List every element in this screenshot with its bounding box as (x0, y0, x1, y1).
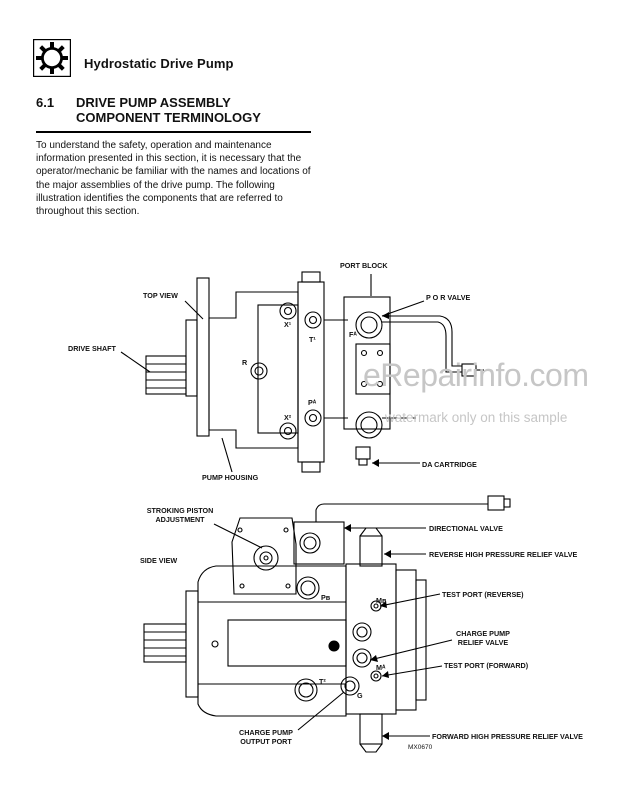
port-block-label: PORT BLOCK (340, 261, 388, 270)
top-view-drawing (120, 271, 484, 473)
marking-g: G (357, 691, 363, 700)
marking-fa: Fᴬ (349, 330, 357, 339)
side-view-drawing (143, 495, 511, 753)
por-valve-label: P O R VALVE (426, 293, 471, 302)
marking-pa: Pᴬ (308, 398, 317, 407)
stroking-piston-label: STROKING PISTON ADJUSTMENT (140, 506, 220, 524)
top-view-label: TOP VIEW (143, 291, 178, 300)
marking-t1: T¹ (309, 335, 316, 344)
marking-x2: X² (284, 413, 292, 422)
drive-shaft-label: DRIVE SHAFT (68, 344, 116, 353)
watermark-subtext: watermark only on this sample (385, 410, 568, 425)
charge-pump-output-label-line2: OUTPUT PORT (240, 737, 292, 746)
marking-r: R (242, 358, 248, 367)
test-port-reverse-label: TEST PORT (REVERSE) (442, 590, 524, 599)
charge-pump-relief-label-line1: CHARGE PUMP (456, 629, 510, 638)
da-cartridge-label: DA CARTRIDGE (422, 460, 477, 469)
section-number: 6.1 (36, 95, 55, 110)
directional-valve-label: DIRECTIONAL VALVE (429, 524, 503, 533)
watermark-text: eRepairinfo.com (363, 357, 589, 393)
marking-mb: Mʙ (376, 596, 387, 605)
section-divider (36, 131, 311, 133)
section-title-line2: COMPONENT TERMINOLOGY (76, 110, 261, 125)
marking-x1: X¹ (284, 320, 292, 329)
charge-pump-output-label-line1: CHARGE PUMP (239, 728, 293, 737)
stroking-piston-label-line2: ADJUSTMENT (155, 515, 205, 524)
section-title: DRIVE PUMP ASSEMBLY COMPONENT TERMINOLOG… (76, 95, 261, 125)
stroking-piston-label-line1: STROKING PISTON (146, 506, 214, 515)
charge-pump-output-label: CHARGE PUMP OUTPUT PORT (226, 728, 306, 746)
marking-pb: Pʙ (321, 593, 331, 602)
forward-relief-valve-label: FORWARD HIGH PRESSURE RELIEF VALVE (432, 732, 583, 741)
page-header-title: Hydrostatic Drive Pump (84, 56, 234, 71)
side-view-label: SIDE VIEW (140, 556, 178, 565)
marking-t2: T² (319, 677, 326, 686)
section-title-line1: DRIVE PUMP ASSEMBLY (76, 95, 231, 110)
gear-icon (32, 38, 72, 78)
figure-id: MX0670 (408, 744, 433, 751)
test-port-forward-label: TEST PORT (FORWARD) (444, 661, 529, 670)
charge-pump-relief-label: CHARGE PUMP RELIEF VALVE (448, 629, 518, 647)
intro-paragraph: To understand the safety, operation and … (36, 140, 311, 218)
charge-pump-relief-label-line2: RELIEF VALVE (457, 638, 509, 647)
pump-housing-label: PUMP HOUSING (202, 473, 259, 482)
marking-ma: Mᴬ (376, 663, 386, 672)
reverse-relief-valve-label: REVERSE HIGH PRESSURE RELIEF VALVE (429, 550, 578, 559)
